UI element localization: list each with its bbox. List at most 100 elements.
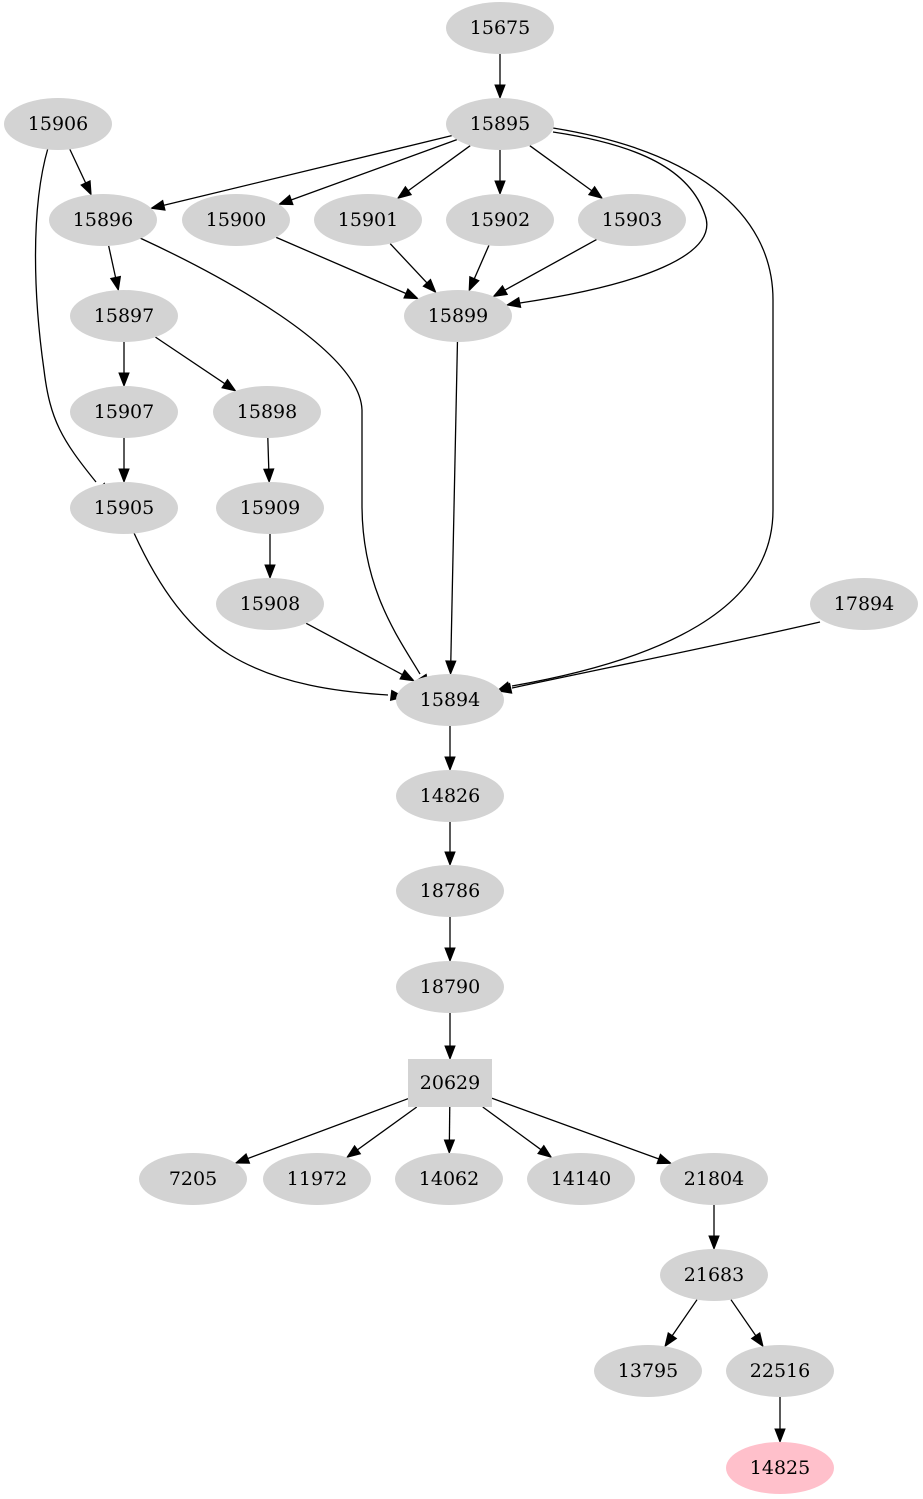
arrowhead-icon [444, 1045, 456, 1061]
edge-21804-21683 [708, 1205, 720, 1251]
node-18786[interactable]: 18786 [396, 865, 504, 917]
node-label: 15908 [240, 593, 300, 615]
node-15902[interactable]: 15902 [446, 194, 554, 246]
node-15908[interactable]: 15908 [216, 578, 324, 630]
node-15906[interactable]: 15906 [4, 98, 112, 150]
node-label: 21683 [684, 1264, 744, 1286]
node-15905[interactable]: 15905 [70, 482, 178, 534]
edge-18790-20629 [444, 1013, 456, 1061]
edge-15895-15901 [396, 145, 471, 200]
node-ellipse [594, 1345, 702, 1397]
node-label: 15901 [338, 209, 398, 231]
node-ellipse [404, 290, 512, 342]
node-15909[interactable]: 15909 [216, 482, 324, 534]
edge-15894-14826 [444, 726, 456, 772]
edge-line [34, 147, 97, 483]
node-ellipse [578, 194, 686, 246]
node-label: 15897 [94, 305, 154, 327]
edge-15895-15896 [149, 135, 452, 211]
edge-line [356, 1106, 418, 1151]
arrowhead-icon [234, 1152, 251, 1164]
node-15895[interactable]: 15895 [446, 98, 554, 150]
node-ellipse [263, 1153, 371, 1205]
node-22516[interactable]: 22516 [726, 1345, 834, 1397]
arrowhead-icon [587, 185, 604, 200]
arrowhead-icon [656, 1153, 673, 1165]
arrowhead-icon [264, 564, 276, 580]
node-15894[interactable]: 15894 [396, 674, 504, 726]
edge-15901-15899 [389, 243, 437, 294]
node-ellipse [395, 1153, 503, 1205]
node-15899[interactable]: 15899 [404, 290, 512, 342]
node-21804[interactable]: 21804 [660, 1153, 768, 1205]
edge-line [519, 131, 708, 304]
edge-line [529, 145, 593, 192]
edge-line [246, 1098, 409, 1160]
node-15896[interactable]: 15896 [49, 194, 157, 246]
node-15675[interactable]: 15675 [446, 2, 554, 54]
arrowhead-icon [80, 179, 92, 196]
node-7205[interactable]: 7205 [139, 1153, 247, 1205]
arrowhead-icon [750, 1331, 764, 1348]
node-17894[interactable]: 17894 [810, 578, 918, 630]
node-label: 14062 [419, 1168, 479, 1190]
node-ellipse [49, 194, 157, 246]
node-label: 13795 [618, 1360, 678, 1382]
node-14140[interactable]: 14140 [527, 1153, 635, 1205]
node-label: 15898 [237, 401, 297, 423]
node-13795[interactable]: 13795 [594, 1345, 702, 1397]
node-21683[interactable]: 21683 [660, 1249, 768, 1301]
node-label: 20629 [420, 1072, 480, 1094]
edge-line [503, 239, 597, 292]
arrowhead-icon [468, 275, 480, 292]
edge-15895-15902 [494, 150, 506, 196]
node-15907[interactable]: 15907 [70, 386, 178, 438]
edge-21683-22516 [730, 1299, 764, 1348]
node-ellipse [396, 770, 504, 822]
node-15897[interactable]: 15897 [70, 290, 178, 342]
node-ellipse [396, 961, 504, 1013]
node-label: 14826 [420, 785, 480, 807]
arrowhead-icon [774, 1428, 786, 1444]
node-11972[interactable]: 11972 [263, 1153, 371, 1205]
node-label: 15906 [28, 113, 88, 135]
edge-20629-14062 [443, 1106, 456, 1155]
node-14826[interactable]: 14826 [396, 770, 504, 822]
arrowhead-icon [537, 1144, 553, 1159]
node-14825[interactable]: 14825 [726, 1442, 834, 1494]
node-label: 22516 [750, 1360, 810, 1382]
arrowhead-icon [118, 372, 130, 388]
node-18790[interactable]: 18790 [396, 961, 504, 1013]
node-15903[interactable]: 15903 [578, 194, 686, 246]
edge-15897-15907 [118, 342, 130, 388]
edge-line [389, 243, 429, 284]
edge-15895-15899 [505, 131, 708, 308]
edge-line [275, 236, 408, 295]
node-label: 21804 [684, 1168, 744, 1190]
edge-line [671, 1299, 698, 1337]
edge-15897-15898 [155, 336, 237, 392]
node-15901[interactable]: 15901 [314, 194, 422, 246]
node-label: 15675 [470, 17, 530, 39]
node-14062[interactable]: 14062 [395, 1153, 503, 1205]
node-label: 14825 [750, 1457, 810, 1479]
node-label: 15902 [470, 209, 530, 231]
edge-15895-15903 [529, 145, 604, 200]
arrowhead-icon [494, 180, 506, 196]
edge-22516-14825 [774, 1397, 786, 1444]
node-15900[interactable]: 15900 [182, 194, 290, 246]
edge-15900-15899 [275, 236, 420, 300]
node-20629[interactable]: 20629 [408, 1059, 492, 1107]
node-ellipse [182, 194, 290, 246]
node-15898[interactable]: 15898 [213, 386, 321, 438]
edge-15906-15896 [69, 149, 92, 196]
edge-line [511, 621, 821, 689]
node-ellipse [70, 482, 178, 534]
arrowhead-icon [118, 468, 130, 484]
arrowhead-icon [492, 284, 509, 298]
edge-line [305, 622, 404, 676]
node-label: 14140 [551, 1168, 611, 1190]
edge-line [108, 245, 117, 279]
arrowhead-icon [708, 1235, 720, 1251]
